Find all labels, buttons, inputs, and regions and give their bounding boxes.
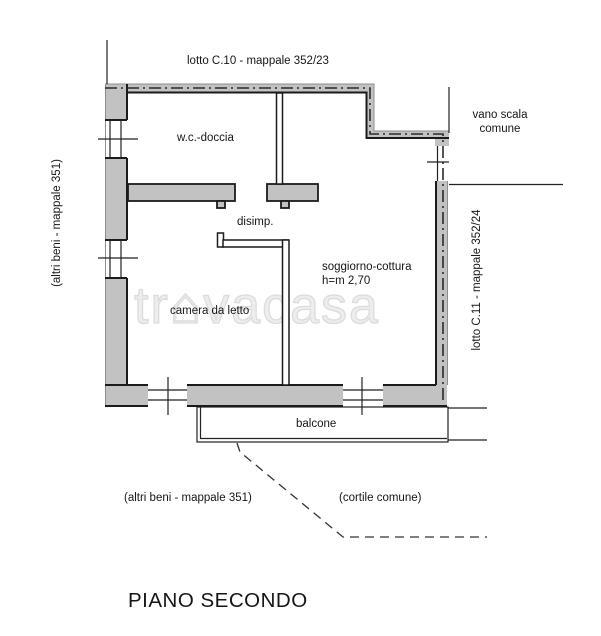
wall-bottom-mid (187, 385, 343, 407)
label-other-left: (altri beni - mappale 351) (51, 159, 63, 287)
interior-walls (127, 92, 319, 386)
wall-step-horizontal (367, 131, 449, 139)
room-label-bedroom: camera da letto (170, 305, 250, 317)
outer-top-edge (105, 83, 449, 132)
lot-boundary-dashdot (105, 87, 444, 403)
label-stairwell: vano scala comune (472, 109, 528, 135)
wall-edges (105, 83, 449, 407)
balcony-outline (196, 406, 487, 443)
partition-bedroom-top (222, 239, 289, 248)
label-other-bottom: (altri beni - mappale 351) (124, 492, 252, 504)
window-left-upper (98, 120, 138, 158)
partition-wc-side (275, 92, 284, 185)
windows (98, 120, 449, 415)
room-label-living-height: h=m 2,70 (322, 275, 371, 287)
room-label-wc: w.c.-doccia (177, 132, 234, 144)
label-lot-right: lotto C.11 - mappale 352/24 (471, 209, 483, 351)
door-tab-living (280, 200, 290, 209)
plan-title: PIANO SECONDO (128, 589, 308, 612)
wall-top-left-corner (105, 84, 128, 120)
balcony-inner-line (199, 407, 447, 440)
room-label-living-name: soggiorno-cottura (322, 261, 412, 273)
wall-bottom-right (383, 385, 447, 407)
left-window-jambs (105, 119, 127, 279)
courtyard-boundary-dashed (236, 442, 487, 538)
balcony-rect (196, 406, 449, 443)
wall-bottom-left (105, 385, 148, 407)
window-left-lower (98, 240, 138, 278)
boundary-lines (105, 40, 563, 538)
entry-door-lines (427, 146, 449, 181)
wall-right (436, 181, 447, 407)
door-tab-bedroom (216, 200, 226, 209)
label-courtyard: (cortile comune) (339, 492, 422, 504)
room-label-living: soggiorno-cottura h=m 2,70 (322, 260, 412, 288)
partition-wc-right (266, 183, 319, 202)
window-bottom-living (343, 377, 383, 415)
label-lot-top: lotto C.10 - mappale 352/23 (187, 55, 329, 67)
neighbor-balcony-lines (448, 407, 487, 441)
wall-left-low (105, 278, 127, 407)
top-inner-edge (127, 91, 449, 139)
room-label-balcony: balcone (296, 418, 337, 430)
window-bottom-bedroom (148, 377, 187, 415)
partition-bedroom-side (281, 239, 290, 386)
wall-left-mid (105, 158, 127, 240)
partition-wc-left (127, 183, 236, 202)
room-label-hall: disimp. (237, 216, 274, 228)
